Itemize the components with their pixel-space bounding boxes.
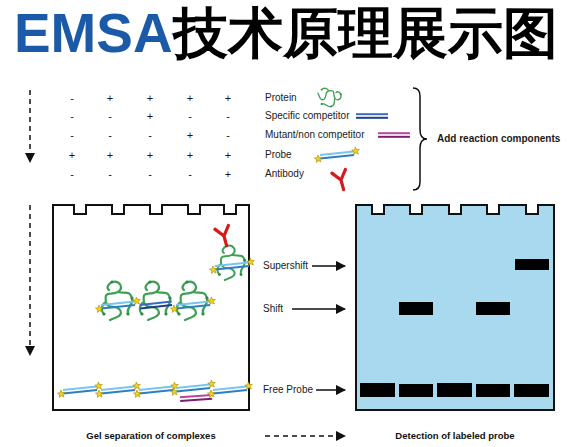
mutant-probe (180, 395, 212, 401)
component-name: Specific competitor (265, 110, 349, 122)
sign-cell: - (70, 168, 74, 180)
component-name: Probe (265, 149, 292, 161)
bound-competitor (140, 302, 172, 309)
sign-cell: + (187, 129, 193, 141)
sign-cell: - (188, 110, 192, 122)
sign-cell: + (69, 149, 75, 161)
sign-cell: + (147, 110, 153, 122)
sign-cell: - (108, 129, 112, 141)
sign-cell: + (225, 92, 231, 104)
sign-cell: - (148, 168, 152, 180)
sign-cell: + (147, 149, 153, 161)
sign-cell: - (226, 110, 230, 122)
gel-band (476, 302, 510, 315)
free-probe (57, 382, 104, 398)
leader-arrow (292, 308, 345, 310)
gel-caption: Gel separation of complexes (32, 429, 270, 443)
probe-icon (314, 147, 361, 163)
bracket-label: Add reaction components (437, 133, 560, 145)
sign-cell: - (70, 129, 74, 141)
title: EMSA技术原理展示图 (14, 3, 558, 63)
sign-cell: - (70, 110, 74, 122)
bound-antibody (215, 225, 233, 247)
gel-panel: Detection of labeled probe (355, 200, 555, 446)
sign-cell: + (225, 149, 231, 161)
gel-outline (52, 200, 250, 446)
sign-cell: + (107, 149, 113, 161)
protein-complex (217, 244, 246, 280)
leader-arrow (316, 389, 345, 391)
component-name: Mutant/non competitor (265, 129, 365, 141)
gel-panel: Gel separation of complexes (52, 200, 250, 446)
gel-band (514, 384, 549, 397)
sign-cell: - (226, 129, 230, 141)
sign-cell: + (107, 92, 113, 104)
sign-cell: + (187, 149, 193, 161)
gel-band (360, 383, 395, 397)
protein-complex (140, 280, 172, 320)
sign-cell: + (225, 168, 231, 180)
sign-cell: - (108, 168, 112, 180)
gel-body (356, 205, 554, 410)
gel-band (437, 383, 472, 397)
bound-probe (209, 258, 256, 274)
sign-cell: + (147, 92, 153, 104)
free-probe (133, 382, 180, 398)
gel-caption: Detection of labeled probe (335, 429, 572, 443)
component-name: Antibody (265, 168, 304, 180)
gel-band (399, 302, 433, 315)
sign-cell: - (188, 168, 192, 180)
antibody-icon (332, 169, 350, 191)
band-label: Free Probe (263, 384, 313, 396)
protein-complex (102, 280, 134, 320)
free-probe (95, 382, 142, 398)
gel-band (476, 384, 510, 397)
sign-cell: - (148, 129, 152, 141)
gel-body (53, 205, 249, 410)
gel-outline (355, 200, 555, 446)
band-label: Shift (263, 303, 283, 315)
free-probe (170, 380, 217, 396)
gel-band (515, 259, 549, 270)
component-name: Protein (265, 92, 297, 104)
flow-arrow (265, 435, 345, 437)
bracket (413, 88, 427, 190)
sign-cell: + (187, 92, 193, 104)
protein-complex (177, 280, 209, 320)
sign-cell: - (70, 92, 74, 104)
flow-arrow (29, 90, 31, 162)
competitor-icon (356, 114, 388, 118)
flow-arrow (29, 205, 31, 355)
bound-probe (95, 297, 142, 313)
band-label: Supershift (263, 260, 308, 272)
mutant-icon (378, 133, 410, 137)
leader-arrow (312, 265, 345, 267)
gel-band (399, 384, 433, 397)
bound-probe (170, 297, 217, 313)
protein-icon (318, 88, 342, 107)
free-probe (207, 382, 254, 398)
sign-cell: - (108, 110, 112, 122)
